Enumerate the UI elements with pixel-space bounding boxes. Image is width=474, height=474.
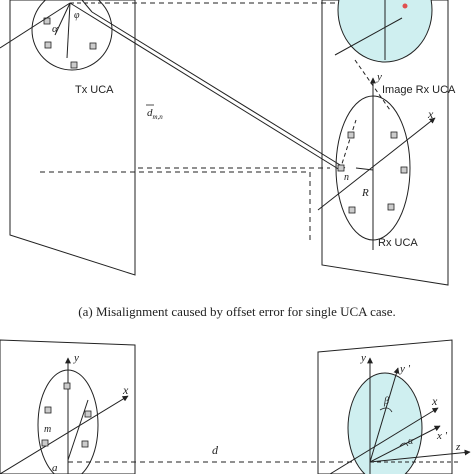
- top-diagram: Tx UCA Image Rx UCA Rx UCA dm,n α φ n R …: [0, 0, 456, 286]
- distance-label: dm,n: [147, 107, 163, 121]
- bottom-right-z-axis: [369, 449, 471, 463]
- m-symbol: m: [44, 424, 51, 435]
- tx-uca-elements: [43, 17, 97, 69]
- bottom-left-x-axis: [0, 395, 129, 474]
- n-symbol: n: [344, 172, 349, 183]
- beta-arc: [379, 407, 393, 413]
- bottom-left-plane: [0, 339, 136, 474]
- bottom-right-y-label: y: [360, 352, 366, 364]
- image-rx-uca-label: Image Rx UCA: [382, 84, 456, 96]
- bottom-right-z-label: z: [455, 441, 461, 453]
- tx-plane: [9, 0, 136, 276]
- image-rx-diagonal: [334, 17, 403, 56]
- R-symbol: R: [361, 187, 369, 199]
- image-rx-marker: [402, 3, 408, 9]
- rx-x-axis-label: x: [427, 107, 434, 121]
- rx-plane: [321, 0, 449, 286]
- alpha-symbol: α: [52, 23, 58, 35]
- rx-uca-elements: [337, 131, 408, 214]
- phi-symbol: φ: [74, 10, 80, 21]
- direct-path-line: [69, 2, 341, 171]
- bottom-right-plane: [317, 339, 453, 474]
- bottom-left-x-label: x: [122, 383, 129, 397]
- tx-vertical-axis: [66, 2, 71, 59]
- caption-a: (a) Misalignment caused by offset error …: [78, 304, 395, 319]
- tx-radius-line: [54, 2, 71, 36]
- a-symbol: a: [52, 462, 58, 474]
- bottom-distance-label: d: [212, 443, 219, 457]
- bottom-right-x-prime-label: x ': [436, 430, 448, 442]
- bottom-left-elements: [41, 382, 92, 448]
- beta-symbol: β: [383, 396, 389, 407]
- bottom-alpha-symbol: α: [408, 436, 414, 447]
- tx-diagonal-axis: [0, 2, 71, 49]
- bottom-right-x-label: x: [431, 394, 438, 408]
- bottom-right-ellipse: [347, 372, 423, 474]
- offset-dashed-path: [40, 171, 311, 242]
- bottom-right-y-prime-label: y ': [399, 363, 411, 375]
- rx-x-axis: [317, 117, 436, 211]
- bottom-left-radius: [67, 399, 89, 461]
- bottom-left-y-label: y: [73, 352, 79, 364]
- tx-uca-label: Tx UCA: [75, 84, 114, 96]
- direct-path-line-2: [91, 11, 346, 169]
- tx-phi-line: [81, 0, 93, 13]
- rx-uca-label: Rx UCA: [378, 237, 418, 249]
- bottom-right-x-prime-axis: [369, 425, 441, 463]
- bottom-right-x-axis: [329, 407, 439, 474]
- rx-dashed-radius: [339, 119, 357, 171]
- alpha-arc: [399, 442, 409, 447]
- tx-uca-ellipse: [31, 0, 113, 71]
- rx-y-axis-label: y: [376, 71, 382, 83]
- rx-radius-R: [355, 167, 374, 171]
- bottom-diagram: y x m a d y y ' x x ' z β α: [0, 339, 471, 474]
